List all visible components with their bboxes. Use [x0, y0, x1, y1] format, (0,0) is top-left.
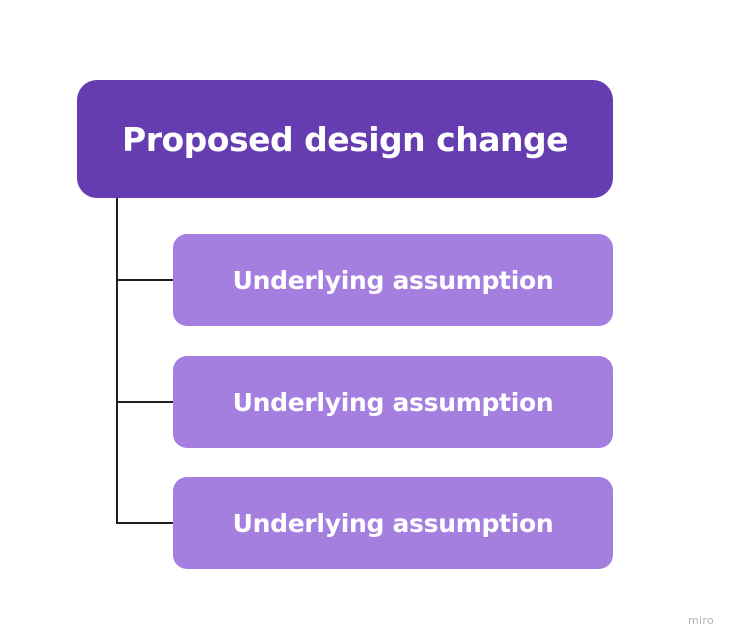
child-node-label: Underlying assumption	[232, 265, 554, 295]
child-node-3[interactable]: Underlying assumption	[173, 477, 613, 569]
child-node-2[interactable]: Underlying assumption	[173, 356, 613, 448]
tree-connector-branch-2	[116, 401, 173, 403]
root-node-proposed-design-change[interactable]: Proposed design change	[77, 80, 613, 198]
tree-connector-trunk	[116, 198, 118, 523]
child-node-1[interactable]: Underlying assumption	[173, 234, 613, 326]
miro-watermark: miro	[688, 614, 714, 627]
child-node-label: Underlying assumption	[232, 387, 554, 417]
tree-connector-branch-1	[116, 279, 173, 281]
root-node-label: Proposed design change	[122, 119, 568, 159]
child-node-label: Underlying assumption	[232, 508, 554, 538]
tree-connector-branch-3	[116, 522, 173, 524]
